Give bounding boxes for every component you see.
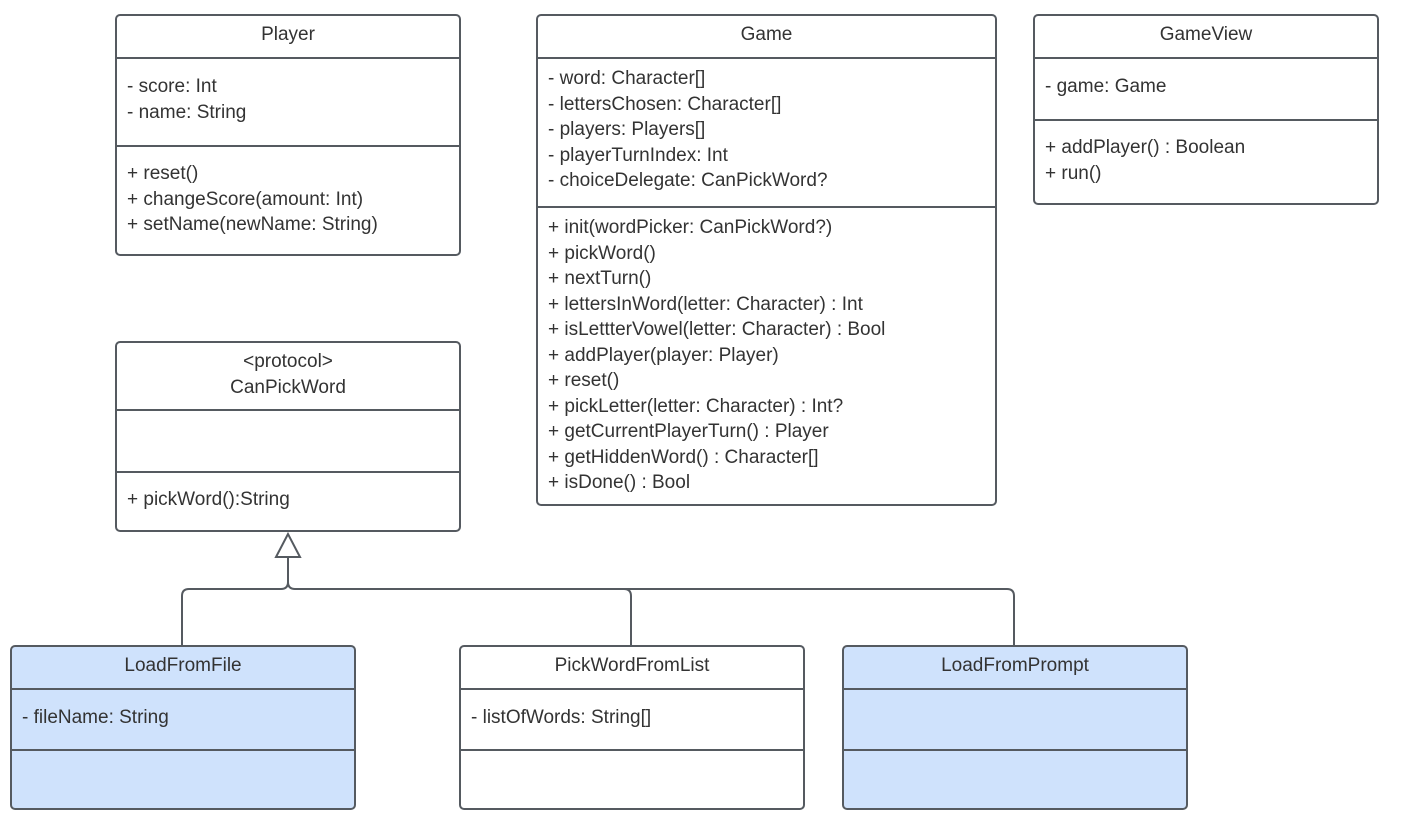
class-name: CanPickWord xyxy=(230,376,346,398)
attribute: - lettersChosen: Character[] xyxy=(548,93,782,115)
attribute: - game: Game xyxy=(1045,76,1167,97)
class-player[interactable]: Player - score: Int - name: String + res… xyxy=(115,14,461,256)
attributes-compartment: - listOfWords: String[] xyxy=(461,688,803,749)
method: + changeScore(amount: Int) xyxy=(127,188,364,210)
attributes-compartment: - score: Int - name: String xyxy=(117,57,459,145)
method: + reset() xyxy=(548,370,620,391)
connector-load-from-prompt xyxy=(624,588,1015,645)
method: + nextTurn() xyxy=(548,268,652,289)
class-name-compartment: LoadFromPrompt xyxy=(844,647,1186,688)
attributes-compartment xyxy=(117,409,459,471)
class-name-compartment: PickWordFromList xyxy=(461,647,803,688)
attribute: - listOfWords: String[] xyxy=(471,707,652,728)
methods-compartment xyxy=(12,749,354,807)
attribute: - playerTurnIndex: Int xyxy=(548,144,728,166)
connector-pick-word-from-list xyxy=(287,581,632,645)
method: + addPlayer(player: Player) xyxy=(548,344,779,366)
connector-load-from-file xyxy=(181,557,289,645)
method: + setName(newName: String) xyxy=(127,214,378,235)
method: + init(wordPicker: CanPickWord?) xyxy=(548,217,833,238)
class-load-from-file[interactable]: LoadFromFile - fileName: String xyxy=(10,645,356,810)
class-name-compartment: <protocol> CanPickWord xyxy=(117,343,459,409)
attributes-compartment: - fileName: String xyxy=(12,688,354,749)
method: + run() xyxy=(1045,162,1102,184)
class-name: Game xyxy=(740,24,793,45)
attribute: - choiceDelegate: CanPickWord? xyxy=(548,170,828,191)
class-name-compartment: Player xyxy=(117,16,459,57)
methods-compartment: + pickWord():String xyxy=(117,471,459,513)
method: + isLettterVowel(letter: Character) : Bo… xyxy=(548,319,886,340)
class-name-compartment: GameView xyxy=(1035,16,1377,57)
methods-compartment xyxy=(461,749,803,807)
attribute: - fileName: String xyxy=(22,707,169,728)
method: + pickLetter(letter: Character) : Int? xyxy=(548,395,844,417)
method: + reset() xyxy=(127,163,199,184)
attribute: - name: String xyxy=(127,101,247,123)
methods-compartment xyxy=(844,749,1186,807)
class-name: Player xyxy=(261,24,315,45)
class-pick-word-from-list[interactable]: PickWordFromList - listOfWords: String[] xyxy=(459,645,805,810)
attribute: - score: Int xyxy=(127,76,217,97)
stereotype-label: <protocol> xyxy=(243,351,333,372)
methods-compartment: + addPlayer() : Boolean + run() xyxy=(1035,119,1377,186)
class-name: GameView xyxy=(1159,24,1253,45)
attributes-compartment: - word: Character[] - lettersChosen: Cha… xyxy=(538,57,995,206)
method: + lettersInWord(letter: Character) : Int xyxy=(548,293,863,315)
class-name-compartment: LoadFromFile xyxy=(12,647,354,688)
class-game[interactable]: Game - word: Character[] - lettersChosen… xyxy=(536,14,997,506)
attribute: - players: Players[] xyxy=(548,119,706,140)
method: + addPlayer() : Boolean xyxy=(1045,137,1246,158)
method: + isDone() : Bool xyxy=(548,472,691,493)
attributes-compartment: - game: Game xyxy=(1035,57,1377,119)
attribute: - word: Character[] xyxy=(548,68,706,89)
method: + getHiddenWord() : Character[] xyxy=(548,446,819,468)
class-name: PickWordFromList xyxy=(554,655,710,676)
class-name-compartment: Game xyxy=(538,16,995,57)
methods-compartment: + init(wordPicker: CanPickWord?) + pickW… xyxy=(538,206,995,496)
class-name: LoadFromPrompt xyxy=(941,655,1089,676)
class-can-pick-word[interactable]: <protocol> CanPickWord + pickWord():Stri… xyxy=(115,341,461,532)
methods-compartment: + reset() + changeScore(amount: Int) + s… xyxy=(117,145,459,238)
realization-arrowhead xyxy=(274,531,302,558)
method: + getCurrentPlayerTurn() : Player xyxy=(548,421,829,442)
class-load-from-prompt[interactable]: LoadFromPrompt xyxy=(842,645,1188,810)
method: + pickWord() xyxy=(548,242,656,264)
class-name: LoadFromFile xyxy=(124,655,242,676)
method: + pickWord():String xyxy=(127,489,290,510)
attributes-compartment xyxy=(844,688,1186,749)
class-game-view[interactable]: GameView - game: Game + addPlayer() : Bo… xyxy=(1033,14,1379,205)
